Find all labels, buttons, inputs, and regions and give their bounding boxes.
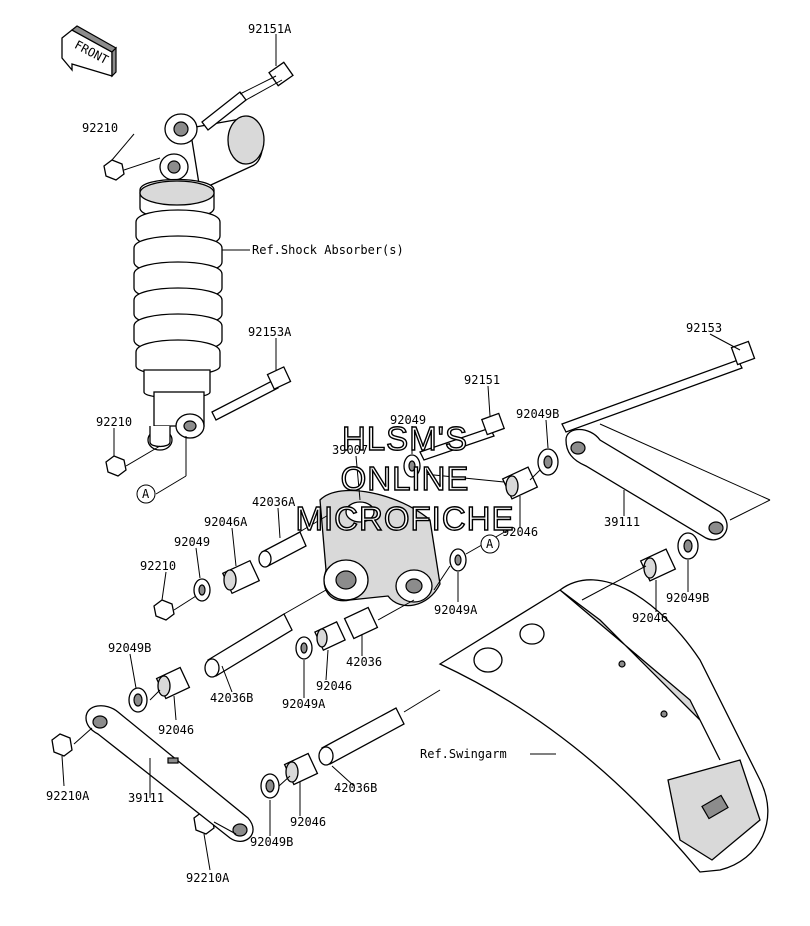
collar-42036B-bot (318, 707, 405, 766)
washer-92049B-bot (260, 773, 280, 799)
bearing-92046-top (501, 466, 539, 500)
svg-text:A: A (486, 537, 494, 551)
watermark-line-2: ONLINE (341, 460, 470, 497)
label-39111-left: 39111 (128, 791, 164, 805)
label-ref-shock-absorber: Ref.Shock Absorber(s) (252, 243, 404, 257)
watermark-line-3: MICROFICHE (296, 500, 515, 537)
swingarm (438, 579, 769, 873)
label-92049B-left: 92049B (108, 641, 151, 655)
label-92049B-right: 92049B (666, 591, 709, 605)
label-92046-right: 92046 (632, 611, 668, 625)
label-92049A-mid: 92049A (282, 697, 326, 711)
label-pointers (61, 34, 741, 871)
washer-92049B-right (677, 532, 699, 560)
front-arrow-icon: FRONT (61, 25, 117, 78)
assembly-lines (73, 157, 771, 835)
bolt-92153 (561, 340, 756, 433)
label-42036B-top: 42036B (210, 691, 253, 705)
bolt-92151A (201, 61, 294, 131)
washer-92049B-top (537, 448, 559, 476)
washer-92049A-right (449, 548, 467, 572)
label-92046-mid: 92046 (316, 679, 352, 693)
nut-92210A-left (51, 733, 73, 757)
label-92210A-bot: 92210A (186, 871, 230, 885)
nut-92210-low (153, 599, 175, 621)
label-42036: 42036 (346, 655, 382, 669)
label-42036A: 42036A (252, 495, 296, 509)
shock-absorber (133, 113, 265, 451)
rocker-arm-39007 (319, 489, 441, 607)
bearing-92046-bot (283, 752, 319, 786)
callout-a-right: A (480, 534, 500, 554)
bolt-92151 (419, 412, 506, 461)
collar-42036A (258, 531, 307, 568)
tie-rod-39111-left (85, 705, 254, 842)
washer-92049-mid (193, 578, 211, 602)
bolt-92153A (211, 366, 292, 421)
watermark-line-1: HLSM'S (342, 420, 468, 457)
label-92153A: 92153A (248, 325, 292, 339)
label-92210-low: 92210 (140, 559, 176, 573)
shock-spring (133, 209, 223, 376)
label-92210-mid: 92210 (96, 415, 132, 429)
nut-92210-mid (105, 455, 127, 477)
label-92151: 92151 (464, 373, 500, 387)
tie-rod-39111-right (565, 428, 728, 541)
label-92210A-left: 92210A (46, 789, 90, 803)
label-39007: 39007 (332, 443, 368, 457)
label-92046-top: 92046 (502, 525, 538, 539)
washer-92049A-mid (295, 636, 313, 660)
washer-92049-top (403, 454, 421, 478)
label-92049B-bot: 92049B (250, 835, 293, 849)
label-92210-top: 92210 (82, 121, 118, 135)
bearing-92046-mid (314, 621, 346, 651)
bearing-92046-right (639, 548, 677, 582)
label-92049-mid: 92049 (174, 535, 210, 549)
label-92153: 92153 (686, 321, 722, 335)
label-92046-bot: 92046 (290, 815, 326, 829)
label-92049-top: 92049 (390, 413, 426, 427)
label-92151A: 92151A (248, 22, 292, 36)
label-42036B-bot: 42036B (334, 781, 377, 795)
nut-92210-top (103, 159, 125, 181)
label-92046A: 92046A (204, 515, 248, 529)
bearing-92046A (221, 559, 261, 595)
label-39111-right: 39111 (604, 515, 640, 529)
collar-42036B-top (204, 613, 293, 678)
watermark: HLSM'S ONLINE MICROFICHE (295, 419, 515, 537)
label-92049B-top: 92049B (516, 407, 559, 421)
svg-text:A: A (142, 487, 150, 501)
label-92049A-right: 92049A (434, 603, 478, 617)
collar-42036 (343, 606, 379, 640)
washer-92049B-left (128, 687, 148, 713)
label-ref-swingarm: Ref.Swingarm (420, 747, 507, 761)
callout-a-left: A (136, 436, 187, 504)
label-92046-left: 92046 (158, 723, 194, 737)
bearing-92046-left (155, 666, 191, 700)
